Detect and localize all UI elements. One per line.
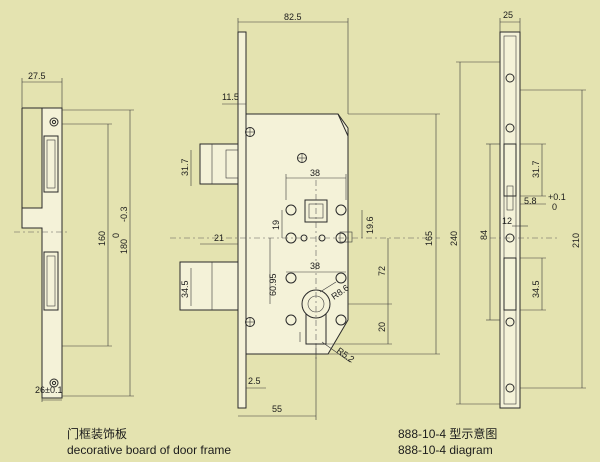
caption-left-chinese: 门框装饰板 xyxy=(67,427,128,441)
dim-0: 0 xyxy=(111,233,121,238)
dim-minus-0-3: -0.3 xyxy=(119,206,129,222)
dim-20: 20 xyxy=(377,322,387,332)
dim-19-6: 19.6 xyxy=(365,216,375,234)
dim-zero: 0 xyxy=(552,202,557,212)
dim-21: 21 xyxy=(214,233,224,243)
dim-210: 210 xyxy=(571,233,581,248)
front-plate-view xyxy=(456,18,586,409)
dim-165: 165 xyxy=(424,231,434,246)
dim-27-5: 27.5 xyxy=(28,71,46,81)
dim-160: 160 xyxy=(97,231,107,246)
strike-plate-view xyxy=(14,78,134,402)
dim-72: 72 xyxy=(377,266,387,276)
lock-body-view xyxy=(170,18,440,420)
dim-plus-0-1: +0.1 xyxy=(548,192,566,202)
caption-left-english: decorative board of door frame xyxy=(67,443,232,457)
dim-55: 55 xyxy=(272,404,282,414)
dim-180: 180 xyxy=(119,239,129,254)
dim-2-5: 2.5 xyxy=(248,376,261,386)
dim-60-95: 60.95 xyxy=(268,273,278,296)
dim-12: 12 xyxy=(502,216,512,226)
dim-11-5: 11.5 xyxy=(222,92,239,102)
dim-82-5: 82.5 xyxy=(284,12,302,22)
dim-19: 19 xyxy=(271,220,281,230)
dim-25: 25 xyxy=(503,10,513,20)
dim-84: 84 xyxy=(479,230,489,240)
dim-34-5-right: 34.5 xyxy=(531,280,541,298)
radius-5-2: R5.2 xyxy=(335,345,356,364)
dim-34-5-left: 34.5 xyxy=(180,280,190,298)
dim-5-8: 5.8 xyxy=(524,196,537,206)
dim-240: 240 xyxy=(449,231,459,246)
dim-38-top: 38 xyxy=(310,168,320,178)
caption-right-chinese: 888-10-4 型示意图 xyxy=(398,427,498,441)
caption-right-english: 888-10-4 diagram xyxy=(398,443,493,457)
dim-38-bottom: 38 xyxy=(310,261,320,271)
dim-31-7-right: 31.7 xyxy=(531,160,541,178)
dim-31-7-left: 31.7 xyxy=(180,158,190,176)
dim-26: 26±0.1 xyxy=(35,385,62,395)
